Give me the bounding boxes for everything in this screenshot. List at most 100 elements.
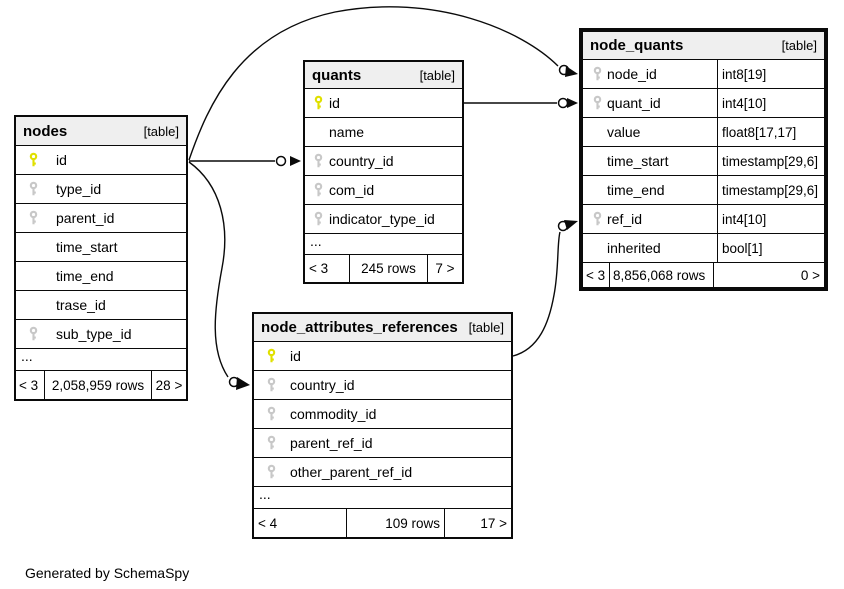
column-type: float8[17,17] (717, 118, 824, 146)
foreign-key-icon (254, 406, 290, 422)
more-columns-ellipsis: ... (254, 487, 511, 509)
footer-row-count: 245 rows (349, 255, 427, 282)
table-name: node_attributes_references (261, 319, 458, 336)
foreign-key-icon (305, 182, 329, 198)
generator-credit: Generated by SchemaSpy (25, 565, 190, 581)
column-name: id (56, 152, 67, 168)
footer-next-count: 28 > (151, 371, 186, 399)
column-row: time_end timestamp[29,6] (583, 176, 824, 205)
column-row: country_id (305, 147, 462, 176)
foreign-key-icon (305, 211, 329, 227)
foreign-key-icon (254, 435, 290, 451)
column-name: inherited (607, 240, 661, 256)
edge-quants-id-to-node-quants-quant-id (464, 97, 578, 109)
foreign-key-icon (16, 181, 56, 197)
footer-prev-count: < 3 (309, 261, 329, 276)
footer-row-count: 2,058,959 rows (44, 371, 151, 399)
column-name: name (329, 124, 365, 140)
column-name: parent_id (56, 210, 115, 226)
column-row: name (305, 118, 462, 147)
column-row: inherited bool[1] (583, 234, 824, 263)
foreign-key-icon (583, 66, 607, 82)
table-footer: < 4 109 rows 17 > (254, 509, 511, 537)
foreign-key-icon (583, 211, 607, 227)
column-name: sub_type_id (56, 326, 132, 342)
column-name: commodity_id (290, 406, 377, 422)
table-name: nodes (23, 122, 68, 140)
foreign-key-icon (305, 153, 329, 169)
table-nodes-header: nodes [table] (16, 117, 186, 146)
column-row: type_id (16, 175, 186, 204)
primary-key-icon (254, 348, 290, 364)
foreign-key-icon (16, 326, 56, 342)
column-row: id (254, 342, 511, 371)
column-row: time_start timestamp[29,6] (583, 147, 824, 176)
column-row: country_id (254, 371, 511, 400)
table-nodes[interactable]: nodes [table] id type_id parent_id time_… (14, 115, 188, 401)
column-name: id (290, 348, 301, 364)
column-type: int4[10] (717, 205, 824, 233)
column-name: time_start (56, 239, 118, 255)
footer-row-count: 8,856,068 rows (609, 263, 713, 287)
table-node-attributes-references[interactable]: node_attributes_references [table] id co… (252, 312, 513, 539)
column-name: time_start (607, 153, 669, 169)
table-tag: [table] (419, 67, 455, 83)
column-name: id (329, 95, 340, 111)
column-row: commodity_id (254, 400, 511, 429)
table-tag: [table] (781, 38, 817, 53)
primary-key-icon (16, 152, 56, 168)
column-row: com_id (305, 176, 462, 205)
foreign-key-icon (254, 464, 290, 480)
table-quants-header: quants [table] (305, 62, 462, 89)
column-row: time_start (16, 233, 186, 262)
footer-next-count: 0 > (713, 263, 824, 287)
more-columns-ellipsis: ... (305, 234, 462, 255)
footer-prev-count: < 3 (586, 267, 606, 283)
footer-next-count: 7 > (427, 255, 462, 282)
column-row: node_id int8[19] (583, 60, 824, 89)
more-columns-ellipsis: ... (16, 349, 186, 371)
column-name: indicator_type_id (329, 211, 435, 227)
foreign-key-icon (16, 210, 56, 226)
table-footer: < 3 2,058,959 rows 28 > (16, 371, 186, 399)
footer-row-count: 109 rows (346, 509, 444, 537)
column-row: quant_id int4[10] (583, 89, 824, 118)
foreign-key-icon (254, 377, 290, 393)
table-node-attributes-references-header: node_attributes_references [table] (254, 314, 511, 342)
column-row: sub_type_id (16, 320, 186, 349)
table-tag: [table] (468, 320, 504, 335)
column-name: parent_ref_id (290, 435, 373, 451)
column-name: other_parent_ref_id (290, 464, 413, 480)
column-row: indicator_type_id (305, 205, 462, 234)
table-footer: < 3 8,856,068 rows 0 > (583, 263, 824, 287)
edge-nodes-id-to-node-attributes-references-country-id (188, 161, 250, 390)
edge-nodes-id-to-quants-country-id (189, 155, 301, 167)
footer-prev-count: < 4 (258, 515, 278, 531)
column-row: ref_id int4[10] (583, 205, 824, 234)
table-node-quants[interactable]: node_quants [table] node_id int8[19] qua… (579, 28, 828, 291)
column-row: value float8[17,17] (583, 118, 824, 147)
column-row: other_parent_ref_id (254, 458, 511, 487)
table-quants[interactable]: quants [table] id name country_id com_id… (303, 60, 464, 284)
column-row: parent_id (16, 204, 186, 233)
edge-node-attributes-references-id-to-node-quants-ref-id (512, 220, 578, 357)
table-node-quants-header: node_quants [table] (583, 32, 824, 60)
column-name: time_end (56, 268, 114, 284)
column-type: timestamp[29,6] (717, 176, 824, 204)
table-name: node_quants (590, 37, 684, 54)
column-name: time_end (607, 182, 665, 198)
column-name: quant_id (607, 95, 661, 111)
column-type: bool[1] (717, 234, 824, 262)
column-row: parent_ref_id (254, 429, 511, 458)
column-name: trase_id (56, 297, 106, 313)
column-row: trase_id (16, 291, 186, 320)
column-name: value (607, 124, 641, 140)
column-row: time_end (16, 262, 186, 291)
column-type: timestamp[29,6] (717, 147, 824, 175)
column-type: int4[10] (717, 89, 824, 117)
table-name: quants (312, 66, 362, 84)
primary-key-icon (305, 95, 329, 111)
column-name: node_id (607, 66, 657, 82)
column-name: country_id (290, 377, 355, 393)
